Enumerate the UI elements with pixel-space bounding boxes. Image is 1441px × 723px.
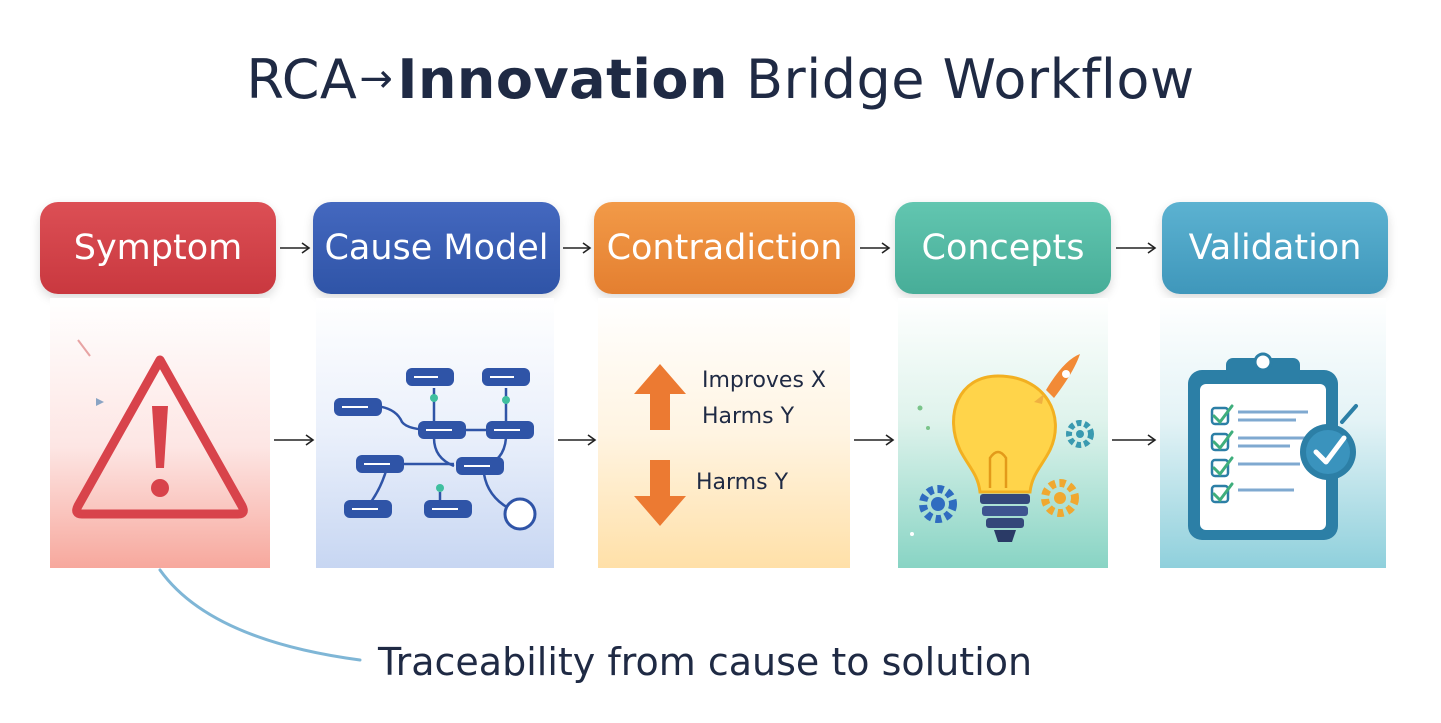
symptom-panel	[50, 298, 270, 568]
header-arrow-4	[1116, 242, 1157, 254]
gear-icon	[919, 485, 957, 523]
header-arrow-3	[860, 242, 891, 254]
header-arrow-2	[563, 242, 592, 254]
panel-arrow-4	[1112, 434, 1157, 446]
traceability-caption: Traceability from cause to solution	[378, 640, 1033, 684]
contradiction-arrows-icon	[634, 364, 686, 526]
cause-model-panel	[316, 298, 554, 568]
title-arrow: →	[359, 56, 394, 102]
improves-label: Improves X	[702, 368, 826, 393]
panel-arrow-1	[274, 434, 315, 446]
header-arrow-1	[280, 242, 311, 254]
step-label: Cause Model	[324, 228, 549, 268]
title-bold: Innovation	[397, 48, 728, 111]
contradiction-panel: Improves X Harms Y Harms Y	[598, 298, 850, 568]
warning-icon	[72, 339, 248, 519]
page-title: RCA→Innovation Bridge Workflow	[0, 48, 1441, 111]
panel-arrow-2	[558, 434, 597, 446]
title-prefix: RCA	[246, 48, 358, 111]
step-label: Symptom	[73, 228, 243, 268]
panel-arrow-3	[854, 434, 895, 446]
harms-label-top: Harms Y	[702, 404, 795, 429]
traceability-swoosh	[158, 568, 362, 662]
step-header-validation: Validation	[1162, 202, 1388, 294]
step-label: Contradiction	[606, 228, 843, 268]
step-header-concepts: Concepts	[895, 202, 1111, 294]
step-label: Concepts	[921, 228, 1085, 268]
step-header-symptom: Symptom	[40, 202, 276, 294]
step-header-contradiction: Contradiction	[594, 202, 855, 294]
step-header-cause-model: Cause Model	[313, 202, 560, 294]
harms-label-bottom: Harms Y	[696, 470, 789, 495]
step-label: Validation	[1188, 228, 1362, 268]
cause-graph-icon	[334, 368, 537, 531]
validation-panel	[1160, 298, 1386, 568]
lightbulb-icon	[910, 354, 1094, 542]
concepts-panel	[898, 298, 1108, 568]
title-rest: Bridge Workflow	[745, 48, 1195, 111]
checklist-icon	[1188, 352, 1358, 540]
